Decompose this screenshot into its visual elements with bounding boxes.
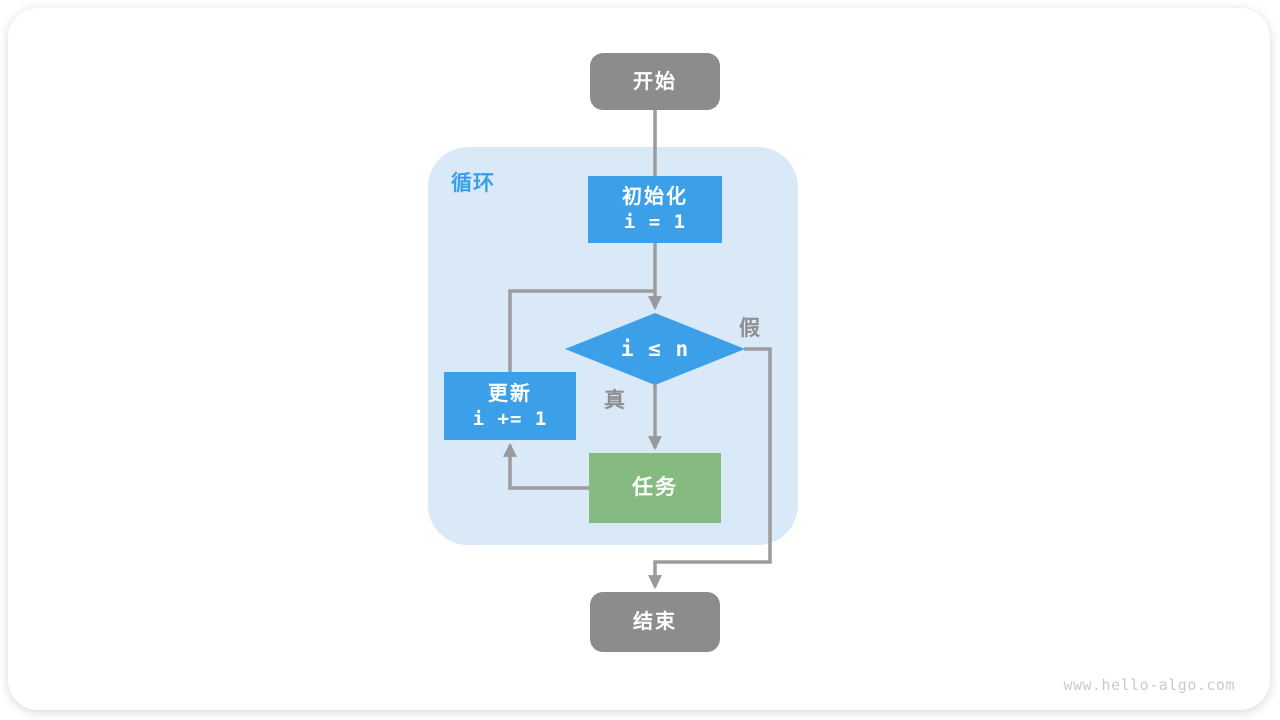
branch-label-false: 假: [739, 317, 760, 340]
branch-label-true: 真: [604, 389, 625, 412]
loop-label: 循环: [451, 172, 495, 195]
connector-task-to-update: [503, 442, 589, 490]
connector-update-loopback: [508, 289, 655, 372]
node-init: 初始化 i = 1: [588, 176, 722, 243]
node-end-label: 结束: [633, 611, 677, 633]
node-update: 更新 i += 1: [444, 372, 576, 440]
node-decision-label: i ≤ n: [620, 336, 690, 361]
node-init-label: 初始化: [622, 186, 688, 208]
node-task: 任务: [589, 453, 721, 523]
node-update-label: 更新: [488, 382, 532, 405]
node-start: 开始: [590, 53, 720, 110]
watermark-url: www.hello-algo.com: [1063, 676, 1235, 694]
node-task-label: 任务: [632, 476, 678, 499]
node-end: 结束: [590, 592, 720, 652]
node-update-code: i += 1: [472, 407, 548, 430]
node-init-code: i = 1: [623, 211, 687, 233]
node-start-label: 开始: [633, 70, 677, 93]
connector-decision-false-to-end: [648, 347, 772, 590]
